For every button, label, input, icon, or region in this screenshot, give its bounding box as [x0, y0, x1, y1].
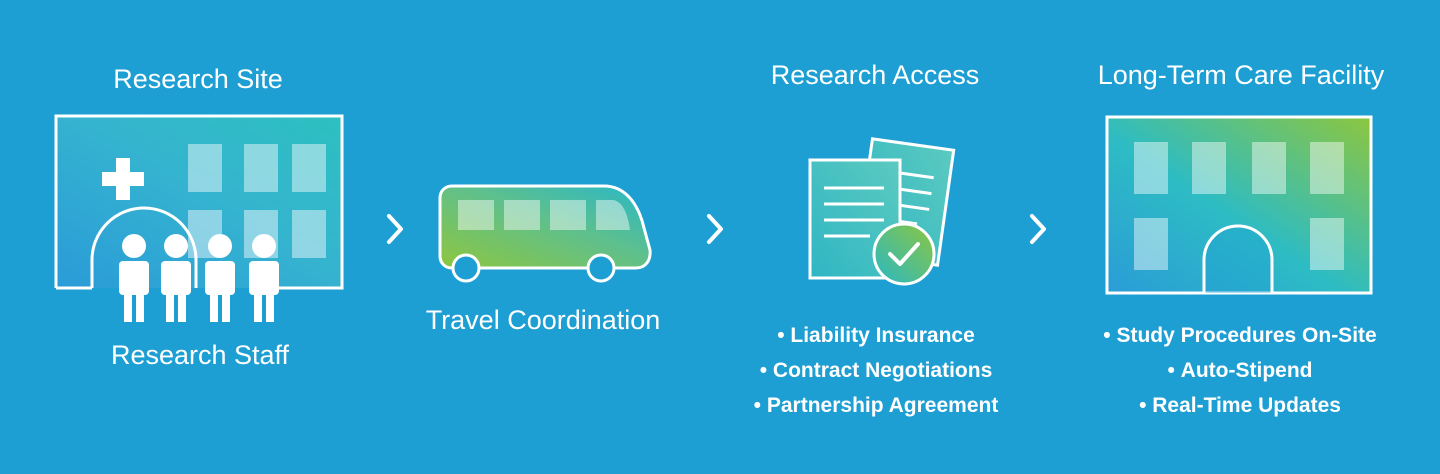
list-item: Auto-Stipend: [1103, 353, 1376, 388]
documents-approved-icon: [808, 137, 956, 286]
chevron-right-icon: [1030, 214, 1046, 244]
list-item: Real-Time Updates: [1103, 388, 1376, 423]
checkmark-badge-icon: [872, 222, 936, 286]
list-item: Partnership Agreement: [754, 388, 998, 423]
bus-wheels: [451, 253, 616, 283]
travel-coordination-caption: Travel Coordination: [425, 305, 661, 335]
list-item: Contract Negotiations: [754, 353, 999, 388]
doorway-arch: [1202, 224, 1274, 293]
window-grid: [188, 144, 326, 258]
bus-body: [438, 184, 652, 270]
list-item: Liability Insurance: [754, 318, 999, 353]
medical-cross-icon: [102, 158, 144, 200]
research-staff-caption: Research Staff: [110, 340, 290, 370]
window-grid: [1134, 142, 1344, 270]
research-access-list: Liability Insurance Contract Negotiation…: [754, 318, 999, 423]
care-facility-building-icon: [1105, 115, 1373, 295]
care-facility-list: Study Procedures On-Site Auto-Stipend Re…: [1103, 318, 1376, 423]
list-item: Study Procedures On-Site: [1103, 318, 1376, 353]
chevron-right-icon: [707, 214, 723, 244]
staff-people-icon: [119, 234, 279, 322]
bus-icon: [438, 184, 652, 283]
research-site-title: Research Site: [113, 64, 283, 94]
chevron-right-icon: [387, 214, 403, 244]
long-term-care-facility-title: Long-Term Care Facility: [1097, 60, 1385, 90]
research-access-title: Research Access: [770, 60, 980, 90]
hospital-building-icon: [54, 114, 344, 322]
bus-windows: [458, 200, 630, 230]
doorway-arch: [90, 206, 198, 288]
